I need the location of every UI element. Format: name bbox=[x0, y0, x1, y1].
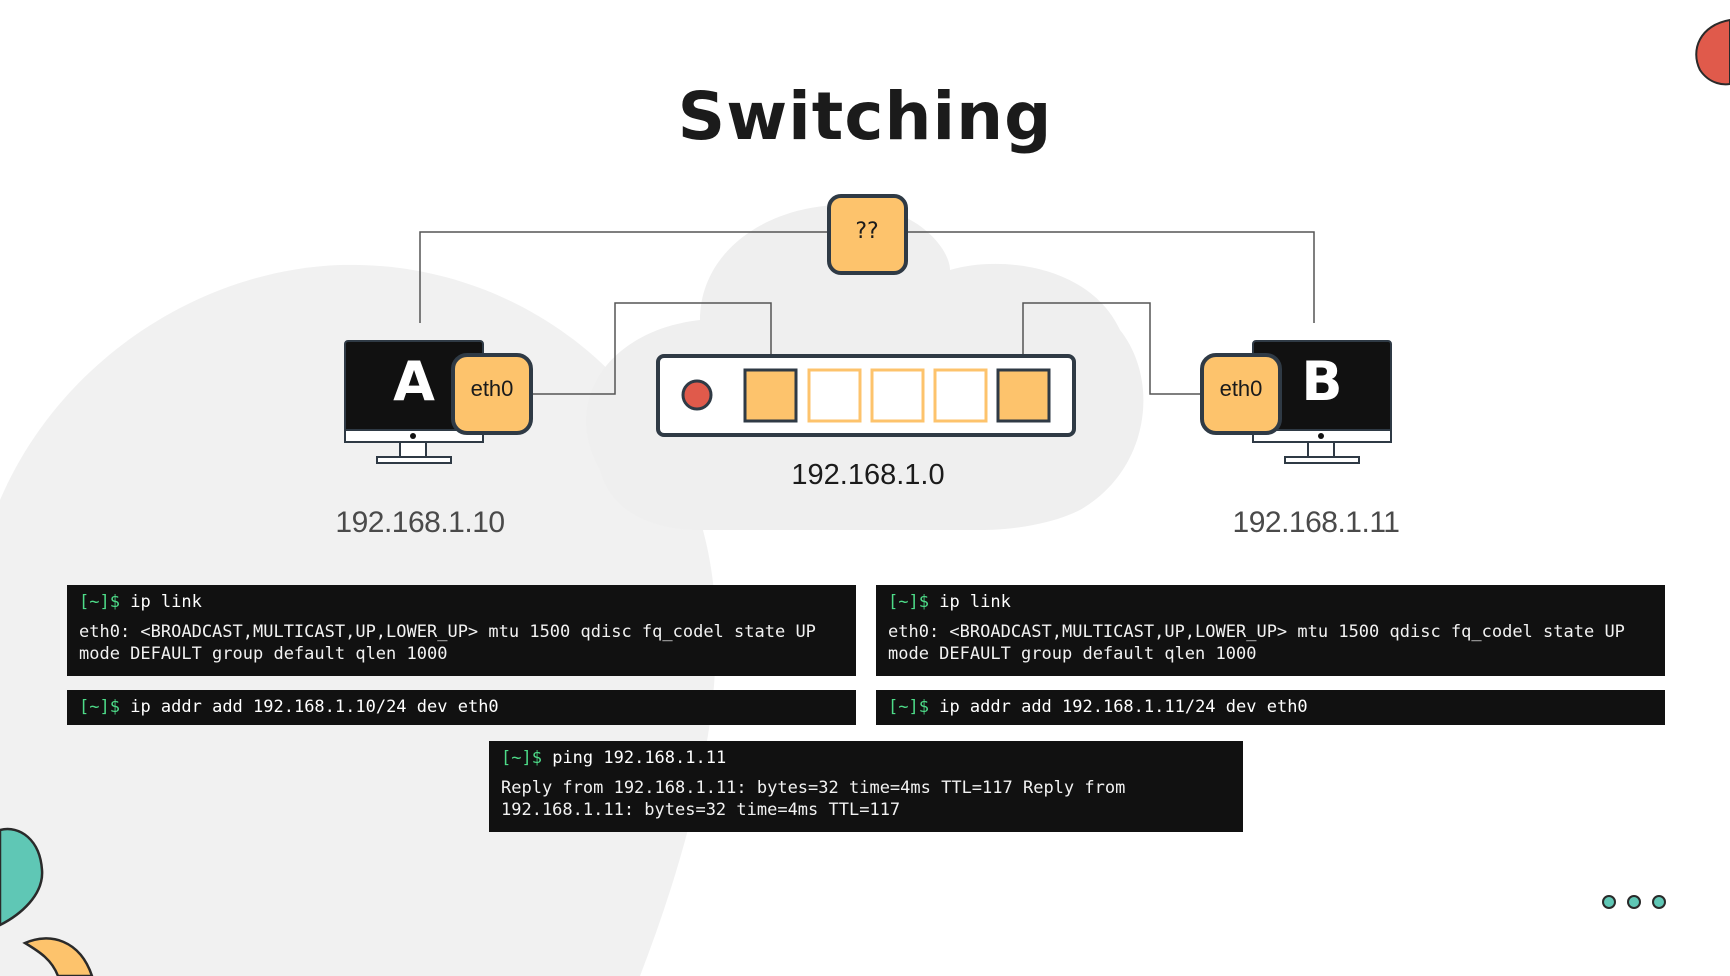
switch-port-1 bbox=[743, 368, 798, 423]
terminal-host-a-addr: [~]$ ip addr add 192.168.1.10/24 dev eth… bbox=[67, 690, 856, 725]
terminal-command: ping 192.168.1.11 bbox=[552, 748, 727, 768]
terminal-command: ip addr add 192.168.1.11/24 dev eth0 bbox=[939, 697, 1308, 717]
terminal-ping: [~]$ ping 192.168.1.11 Reply from 192.16… bbox=[489, 741, 1243, 832]
host-b-name: B bbox=[1301, 350, 1342, 413]
terminal-host-b-addr: [~]$ ip addr add 192.168.1.11/24 dev eth… bbox=[876, 690, 1665, 725]
terminal-output: Reply from 192.168.1.11: bytes=32 time=4… bbox=[501, 778, 1136, 820]
dot bbox=[1602, 895, 1616, 909]
switch-port-3 bbox=[870, 368, 925, 423]
corner-leaf-teal bbox=[0, 827, 44, 927]
terminal-prompt: [~]$ bbox=[888, 592, 929, 612]
terminal-host-b-link: [~]$ ip link eth0: <BROADCAST,MULTICAST,… bbox=[876, 585, 1665, 676]
eth0-interface-box-b bbox=[1200, 353, 1282, 435]
network-label: 192.168.1.0 bbox=[791, 459, 944, 491]
connection-lines bbox=[419, 231, 1315, 395]
status-led-icon bbox=[681, 379, 713, 411]
page-title: Switching bbox=[677, 78, 1053, 155]
terminal-command: ip link bbox=[130, 592, 202, 612]
host-a-interface-label: eth0 bbox=[471, 376, 514, 401]
switch-port-4 bbox=[933, 368, 988, 423]
terminal-prompt: [~]$ bbox=[79, 592, 120, 612]
terminal-output: eth0: <BROADCAST,MULTICAST,UP,LOWER_UP> … bbox=[79, 622, 827, 664]
terminal-host-a-link: [~]$ ip link eth0: <BROADCAST,MULTICAST,… bbox=[67, 585, 856, 676]
dot bbox=[1627, 895, 1641, 909]
unknown-device-label: ?? bbox=[855, 219, 878, 244]
monitor-icon bbox=[1252, 340, 1392, 464]
terminal-command: ip link bbox=[939, 592, 1011, 612]
switch-port-5 bbox=[996, 368, 1051, 423]
monitor-icon bbox=[344, 340, 484, 464]
terminal-prompt: [~]$ bbox=[888, 697, 929, 717]
corner-leaf-red bbox=[1695, 18, 1730, 86]
unknown-device-box bbox=[827, 194, 908, 275]
switch-port-2 bbox=[807, 368, 862, 423]
terminal-prompt: [~]$ bbox=[79, 697, 120, 717]
terminal-command: ip addr add 192.168.1.10/24 dev eth0 bbox=[130, 697, 499, 717]
switch-device bbox=[656, 354, 1076, 437]
eth0-interface-box-a bbox=[451, 353, 533, 435]
terminal-output: eth0: <BROADCAST,MULTICAST,UP,LOWER_UP> … bbox=[888, 622, 1636, 664]
terminal-prompt: [~]$ bbox=[501, 748, 542, 768]
more-dots-icon[interactable] bbox=[1602, 895, 1666, 909]
host-a-name: A bbox=[393, 350, 435, 413]
host-b-interface-label: eth0 bbox=[1220, 376, 1263, 401]
dot bbox=[1652, 895, 1666, 909]
host-a-ip-label: 192.168.1.10 bbox=[335, 506, 505, 539]
host-b-ip-label: 192.168.1.11 bbox=[1232, 506, 1400, 539]
